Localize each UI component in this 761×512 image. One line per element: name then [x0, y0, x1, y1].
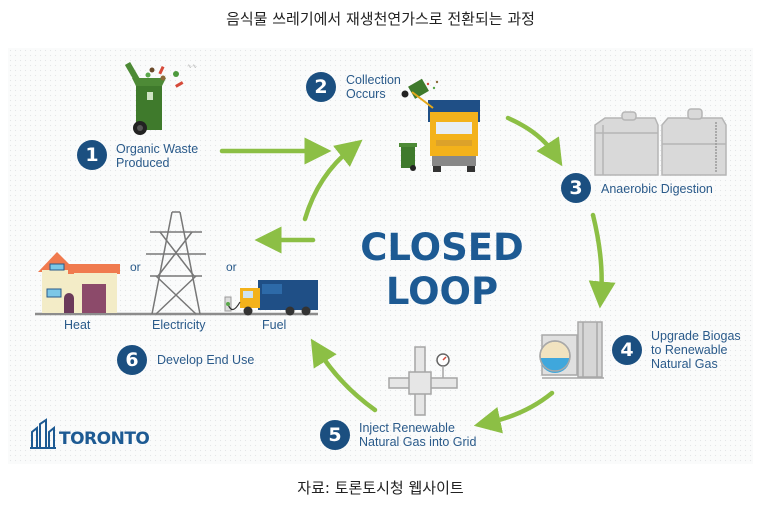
- end-use-heat-label: Heat: [64, 318, 91, 332]
- collection-truck-icon: [399, 78, 480, 172]
- step-2-label-line: Occurs: [346, 87, 386, 101]
- caption-title: 음식물 쓰레기에서 재생천연가스로 전환되는 과정: [226, 10, 535, 28]
- step-4-label-line: Upgrade Biogas: [651, 329, 741, 343]
- step-5-label: Inject Renewable Natural Gas into Grid: [359, 421, 476, 449]
- toronto-city-hall-icon: [30, 418, 56, 449]
- step-1-badge: 1: [77, 140, 107, 170]
- power-tower-icon: [146, 211, 206, 315]
- arrow-2-to-3: [505, 115, 563, 167]
- house-icon: [38, 252, 120, 313]
- svg-text:∿∿: ∿∿: [187, 63, 197, 70]
- diagram-panel: [8, 48, 753, 464]
- step-4-label-line: Natural Gas: [651, 357, 718, 371]
- step-3-label-line: Anaerobic Digestion: [601, 182, 713, 196]
- arrow-4-to-5: [473, 390, 555, 434]
- arrow-5-to-6: [310, 338, 378, 413]
- step-2-label: Collection Occurs: [346, 73, 401, 101]
- step-5-label-line: Natural Gas into Grid: [359, 435, 477, 449]
- gas-pipe-grid-icon: [388, 346, 458, 416]
- closed-loop-title-line2: LOOP: [385, 270, 499, 313]
- step-1-label-line: Produced: [116, 156, 170, 170]
- step-5-badge: 5: [320, 420, 350, 450]
- step-6-label-line: Develop End Use: [157, 353, 255, 367]
- step-3-badge: 3: [561, 173, 591, 203]
- flow-arrows: [219, 115, 616, 434]
- or-separator: or: [226, 260, 237, 274]
- end-use-electricity-label: Electricity: [152, 318, 206, 332]
- toronto-logo: TORONTO: [57, 429, 150, 449]
- step-4-badge: 4: [612, 335, 642, 365]
- digester-tanks-icon: [594, 108, 727, 176]
- toronto-logo-text: TORONTO: [59, 429, 150, 449]
- arrow-6-to-2: [302, 139, 363, 222]
- or-separator: or: [130, 260, 141, 274]
- step-1-label-line: Organic Waste: [116, 142, 199, 156]
- fuel-truck-icon: [224, 280, 318, 316]
- green-compost-bin-icon: ∿∿: [124, 61, 197, 135]
- step-6-label: Develop End Use: [157, 353, 254, 367]
- step-2-label-line: Collection: [346, 73, 401, 87]
- caption-source: 자료: 토론토시청 웹사이트: [297, 479, 464, 497]
- end-use-fuel-label: Fuel: [262, 318, 287, 332]
- step-5-label-line: Inject Renewable: [359, 421, 455, 435]
- step-3-label: Anaerobic Digestion: [601, 182, 713, 196]
- closed-loop-title: CLOSED LOOP: [352, 226, 532, 314]
- step-1-label: Organic Waste Produced: [116, 142, 198, 170]
- closed-loop-title-line1: CLOSED: [360, 226, 524, 269]
- step-6-badge: 6: [117, 345, 147, 375]
- step-2-badge: 2: [306, 72, 336, 102]
- step-4-label-line: to Renewable: [651, 343, 728, 357]
- arrow-3-to-4: [588, 212, 616, 309]
- step-4-label: Upgrade Biogas to Renewable Natural Gas: [651, 329, 741, 371]
- biogas-upgrade-plant-icon: [539, 321, 604, 379]
